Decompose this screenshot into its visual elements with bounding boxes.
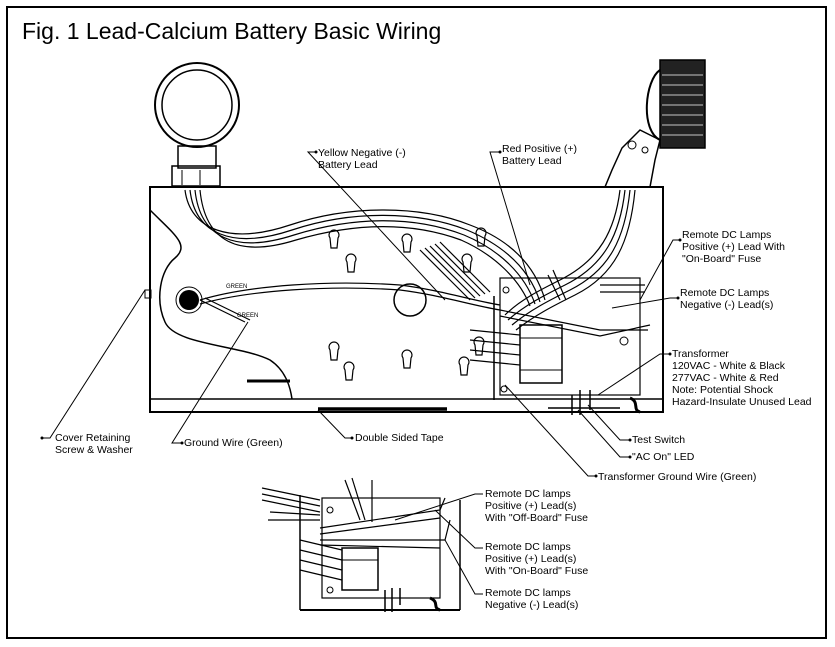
label-cover-screw-1: Cover Retaining [55,432,130,444]
label-transformer-2: 120VAC - White & Black [672,360,786,372]
label-double-tape: Double Sided Tape [355,432,444,444]
left-lamp-head [154,62,240,187]
label-inset-neg-2: Negative (-) Lead(s) [485,599,578,611]
figure-frame [6,6,827,639]
label-yellow-negative: Yellow Negative (-) [318,147,406,159]
label-inset-onboard-3: With "On-Board" Fuse [485,565,588,577]
label-transformer-4: Note: Potential Shock [672,384,774,396]
label-inset-offboard-3: With "Off-Board" Fuse [485,512,588,524]
label-inset-offboard-1: Remote DC lamps [485,488,571,500]
label-red-positive-2: Battery Lead [502,155,562,167]
label-inset-offboard-2: Positive (+) Lead(s) [485,500,576,512]
test-switch-led [548,390,641,415]
label-transformer-5: Hazard-Insulate Unused Lead [672,396,812,408]
mounting-keyholes [328,227,487,381]
label-transformer-3: 277VAC - White & Red [672,372,779,384]
label-ground-wire: Ground Wire (Green) [184,437,283,449]
label-red-positive: Red Positive (+) [502,143,577,155]
label-remote-dc-neg-2: Negative (-) Lead(s) [680,299,773,311]
green-wire-label-2: GREEN [237,313,258,319]
label-remote-dc-pos-2: Positive (+) Lead With [682,241,785,253]
battery-housing [149,186,664,413]
leader-arrows [40,150,682,478]
label-cover-screw-2: Screw & Washer [55,444,133,456]
wire-harness [184,189,651,366]
figure-title: Fig. 1 Lead-Calcium Battery Basic Wiring [22,18,442,44]
label-yellow-negative-2: Battery Lead [318,159,378,171]
label-xfmr-ground: Transformer Ground Wire (Green) [598,471,756,483]
label-transformer-1: Transformer [672,348,729,360]
label-inset-onboard-1: Remote DC lamps [485,541,571,553]
inset-diagram [261,477,461,612]
label-remote-dc-neg-1: Remote DC Lamps [680,287,769,299]
leader-lines [42,151,680,477]
right-lamp-head [603,59,706,188]
inset-leader-lines [394,493,483,595]
green-wire-label-1: GREEN [226,284,247,290]
label-test-switch: Test Switch [632,434,685,446]
cover-screw [144,289,152,299]
label-inset-onboard-2: Positive (+) Lead(s) [485,553,576,565]
label-inset-neg-1: Remote DC lamps [485,587,571,599]
label-remote-dc-pos-1: Remote DC Lamps [682,229,771,241]
label-remote-dc-pos-3: "On-Board" Fuse [682,253,761,265]
label-ac-on-led: "AC On" LED [632,451,695,463]
ground-screw [175,286,203,314]
